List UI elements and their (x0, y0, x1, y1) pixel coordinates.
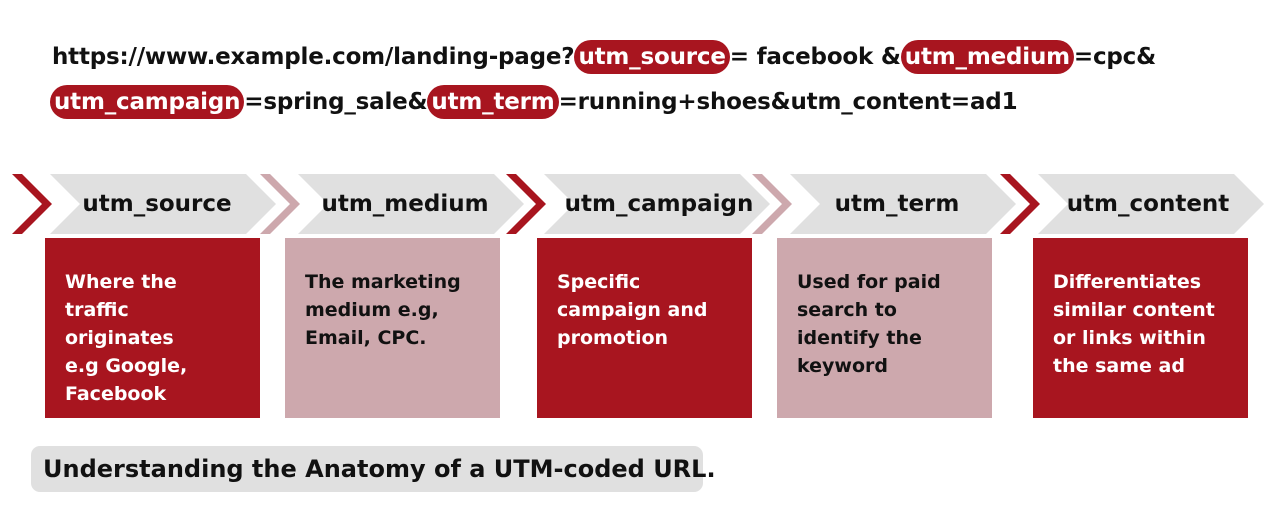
url-param-utm-term: utm_term (427, 85, 559, 119)
card-line: Specific (557, 271, 641, 293)
step-chevron-4 (1038, 174, 1264, 234)
card-line: The marketing (305, 271, 461, 293)
url-value-source: = facebook & (729, 44, 901, 70)
card-line: search to (797, 299, 897, 321)
url-value-medium: =cpc& (1073, 44, 1156, 70)
url-param-utm-source: utm_source (574, 40, 730, 74)
url-line-1: https://www.example.com/landing-page? ut… (52, 40, 1156, 74)
card-line: the same ad (1053, 355, 1185, 377)
step-chevron-0 (50, 174, 276, 234)
url-line-2: utm_campaign=spring_sale&utm_term=runnin… (50, 85, 1018, 119)
small-chevron-4 (1000, 174, 1040, 234)
card-line: identify the (797, 327, 922, 349)
card-utm-content: Differentiates similar content or links … (1033, 238, 1248, 418)
card-line: e.g Google, (65, 355, 188, 377)
small-chevron-0 (12, 174, 52, 234)
card-line: similar content (1053, 299, 1215, 321)
card-line: Email, CPC. (305, 327, 427, 349)
card-line: Differentiates (1053, 271, 1202, 293)
card-line: Facebook (65, 383, 167, 405)
url-param-utm-campaign: utm_campaign (50, 85, 245, 119)
card-line: Used for paid (797, 271, 941, 293)
caption: Understanding the Anatomy of a UTM-coded… (31, 446, 716, 492)
step-label-utm-term: utm_term (834, 191, 960, 217)
step-chevron-2 (544, 174, 770, 234)
url-value-campaign: =spring_sale& (244, 89, 428, 115)
card-line: keyword (797, 355, 888, 377)
url-segment-base: https://www.example.com/landing-page? (52, 44, 575, 70)
small-chevron-3 (752, 174, 792, 234)
url-value-term-content: =running+shoes&utm_content=ad1 (558, 89, 1018, 115)
small-chevron-2 (506, 174, 546, 234)
card-line: originates (65, 327, 174, 349)
step-label-utm-content: utm_content (1066, 191, 1230, 217)
step-label-utm-source: utm_source (82, 191, 232, 217)
step-chevron-1 (298, 174, 524, 234)
card-utm-term: Used for paid search to identify the key… (777, 238, 992, 418)
card-line: Where the traffic (65, 271, 177, 321)
card-utm-campaign: Specific campaign and promotion (537, 238, 752, 418)
url-param-utm-medium: utm_medium (900, 40, 1074, 74)
card-utm-medium: The marketing medium e.g, Email, CPC. (285, 238, 500, 418)
card-line: or links within (1053, 327, 1206, 349)
card-line: medium e.g, (305, 299, 439, 321)
step-label-utm-campaign: utm_campaign (564, 191, 754, 217)
step-chevron-3 (790, 174, 1016, 234)
card-line: promotion (557, 327, 669, 349)
card-utm-source: Where the traffic originates e.g Google,… (45, 238, 260, 418)
small-chevron-1 (260, 174, 300, 234)
card-line: campaign and (557, 299, 708, 321)
step-label-utm-medium: utm_medium (321, 191, 489, 217)
